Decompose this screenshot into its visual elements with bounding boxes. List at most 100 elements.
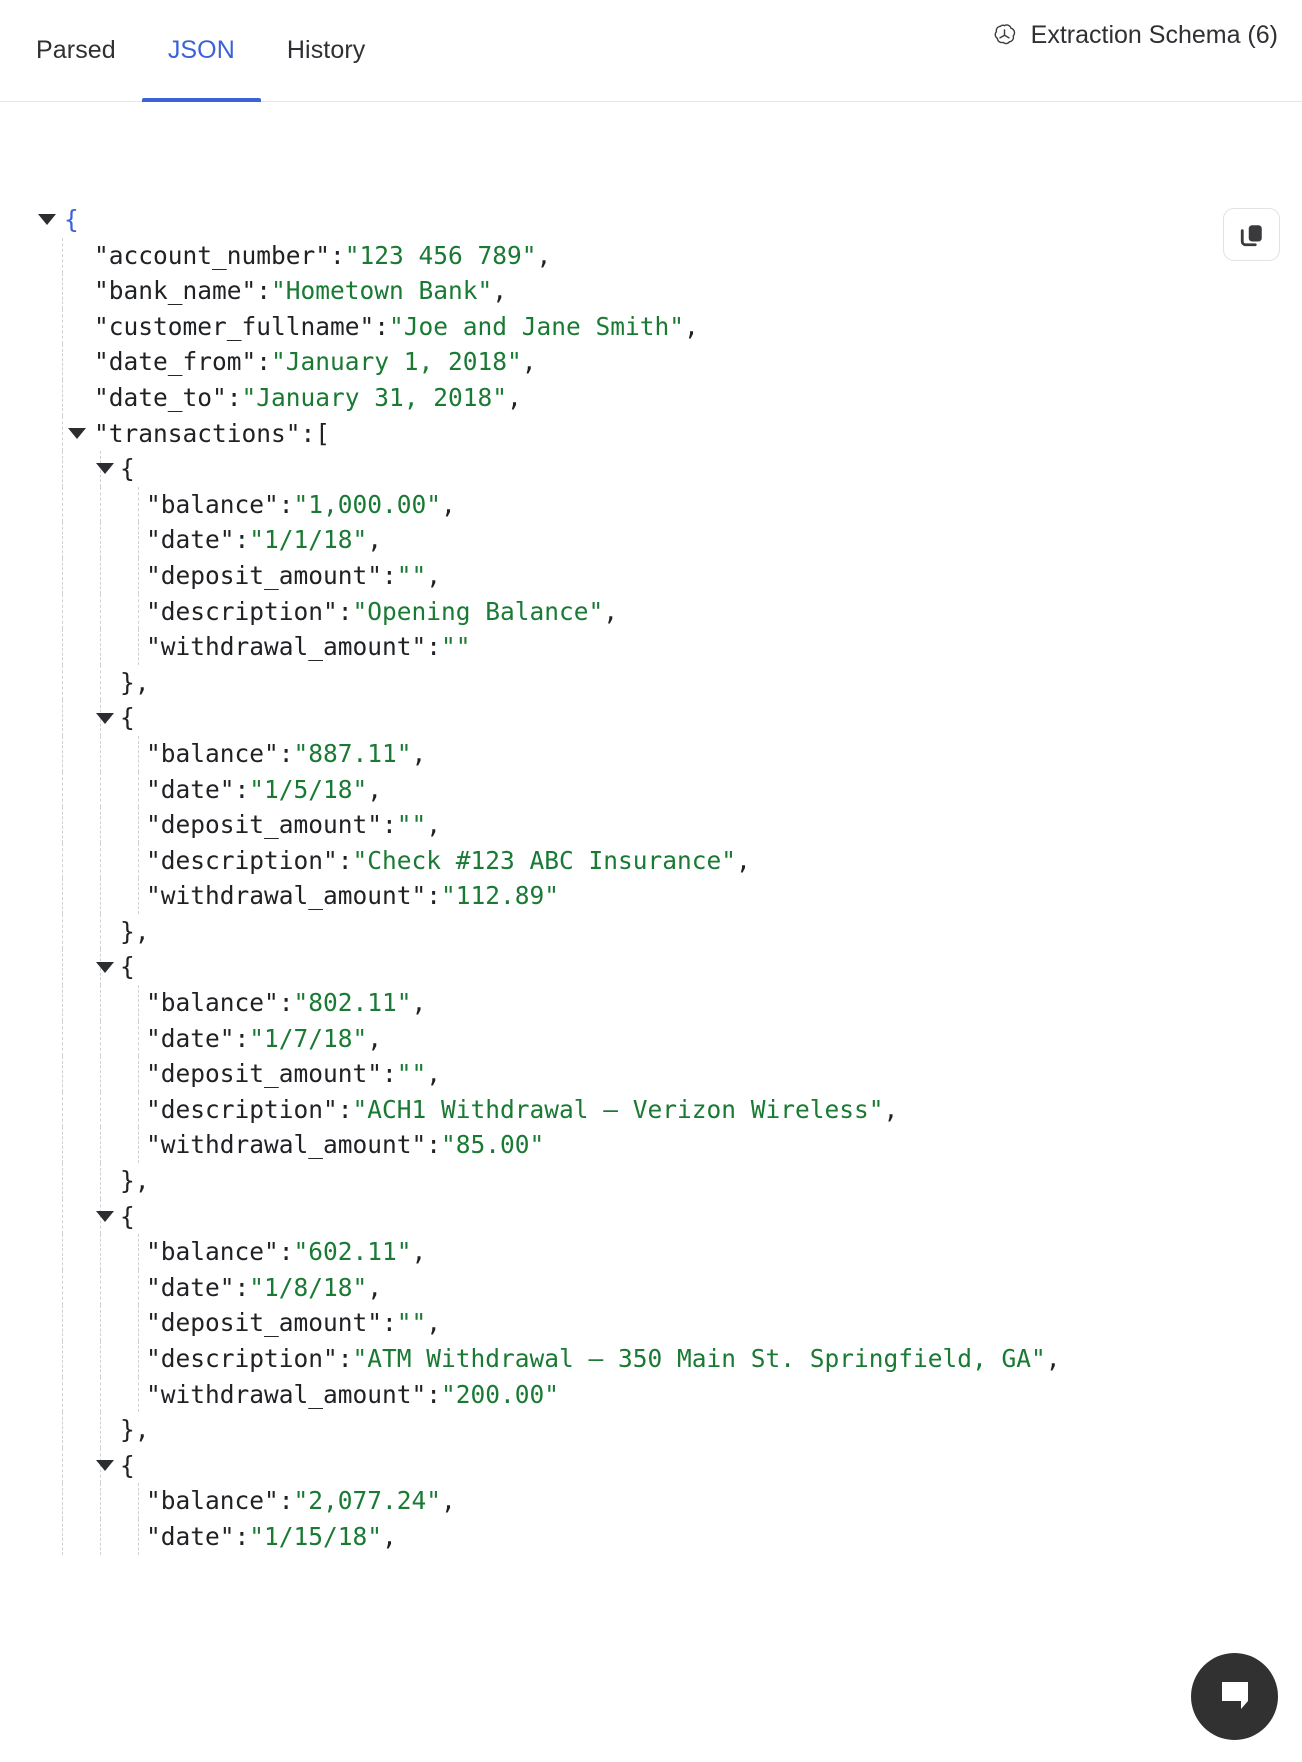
indent-guide [138, 593, 139, 630]
json-colon: : [337, 596, 353, 626]
indent-guide [138, 557, 139, 594]
collapse-toggle-icon[interactable] [96, 961, 114, 973]
copy-button[interactable] [1223, 208, 1280, 261]
indent-guide [100, 664, 101, 701]
collapse-toggle-icon[interactable] [96, 1210, 114, 1222]
indent-guide [100, 629, 101, 665]
indent-guide [100, 985, 101, 1021]
json-line: "balance":"602.11", [38, 1234, 1302, 1270]
indent-guide [100, 593, 101, 630]
indent-guide [62, 1376, 63, 1413]
indent-guide [100, 807, 101, 843]
json-value: "Opening Balance" [352, 596, 604, 626]
indent-guide [62, 878, 63, 914]
indent-guide [62, 1305, 63, 1341]
json-key: "customer_fullname" [94, 311, 375, 341]
indent-guide [138, 842, 139, 879]
json-punctuation: , [426, 1059, 442, 1089]
json-punctuation: , [603, 596, 619, 626]
indent-guide [138, 1305, 139, 1341]
extraction-schema-button[interactable]: Extraction Schema (6) [991, 0, 1280, 101]
json-value: "1/1/18" [249, 525, 368, 555]
chat-widget-button[interactable] [1191, 1653, 1278, 1740]
json-value: "Hometown Bank" [271, 276, 493, 306]
json-punctuation: , [684, 311, 699, 341]
indent-guide [138, 807, 139, 843]
copy-icon [1239, 222, 1265, 248]
indent-guide [62, 379, 63, 416]
json-key: "date_to" [94, 382, 227, 412]
json-value: "" [396, 1308, 427, 1338]
indent-guide [138, 522, 139, 558]
json-key: "deposit_amount" [146, 810, 383, 840]
json-line: { [38, 1198, 1302, 1235]
json-key: "date" [146, 774, 235, 804]
indent-guide [62, 664, 63, 701]
indent-guide [62, 1163, 63, 1199]
collapse-toggle-icon[interactable] [96, 712, 114, 724]
indent-guide [100, 1341, 101, 1377]
json-punctuation: , [883, 1094, 899, 1124]
indent-guide [62, 593, 63, 630]
tab-list: Parsed JSON History [22, 0, 391, 102]
json-punctuation: }, [120, 916, 150, 946]
json-punctuation: , [1045, 1344, 1061, 1373]
tab-history[interactable]: History [261, 0, 391, 101]
json-colon: : [256, 347, 272, 377]
json-colon: : [337, 845, 353, 875]
json-punctuation: , [521, 347, 537, 377]
json-colon: : [337, 1094, 353, 1124]
json-line: "balance":"1,000.00", [38, 486, 1302, 523]
collapse-toggle-icon[interactable] [38, 214, 56, 226]
json-line: { [38, 451, 1302, 487]
indent-guide [138, 878, 139, 914]
json-line: }, [38, 1163, 1302, 1199]
json-value: "123 456 789" [344, 240, 537, 270]
json-punctuation: , [367, 1023, 383, 1053]
tab-parsed[interactable]: Parsed [22, 0, 142, 101]
json-line: "date":"1/7/18", [38, 1020, 1302, 1057]
json-punctuation: , [736, 845, 751, 875]
collapse-toggle-icon[interactable] [96, 463, 114, 475]
json-tree[interactable]: {"account_number":"123 456 789","bank_na… [0, 160, 1302, 1555]
json-line: "balance":"2,077.24", [38, 1483, 1302, 1519]
indent-guide [62, 985, 63, 1021]
json-line: "account_number":"123 456 789", [38, 237, 1302, 274]
json-punctuation: , [426, 1308, 442, 1338]
json-punctuation: { [120, 703, 135, 733]
json-line: "balance":"887.11", [38, 735, 1302, 772]
json-line: "transactions":[ [38, 415, 1302, 452]
indent-guide [62, 771, 63, 808]
json-key: "transactions" [94, 418, 301, 448]
indent-guide [62, 1091, 63, 1128]
json-key: "description" [146, 1344, 338, 1373]
json-value: "ACH1 Withdrawal – Verizon Wireless" [352, 1094, 884, 1124]
indent-guide [100, 913, 101, 950]
indent-guide [138, 1518, 139, 1555]
json-punctuation: { [120, 1450, 135, 1480]
indent-guide [138, 1376, 139, 1413]
indent-guide [62, 273, 63, 309]
json-value: "2,077.24" [293, 1486, 442, 1516]
json-line: "withdrawal_amount":"85.00" [38, 1127, 1302, 1164]
json-line: }, [38, 664, 1302, 701]
json-value: "ATM Withdrawal – 350 Main St. Springfie… [352, 1344, 1046, 1373]
tab-json[interactable]: JSON [141, 0, 261, 102]
indent-guide [100, 878, 101, 914]
json-key: "date_from" [94, 347, 257, 377]
json-punctuation: , [426, 560, 442, 590]
collapse-toggle-icon[interactable] [96, 1460, 114, 1472]
indent-guide [62, 1056, 63, 1092]
json-punctuation: { [120, 1201, 135, 1231]
json-punctuation: , [441, 489, 456, 519]
json-value: "" [396, 810, 427, 840]
indent-guide [62, 557, 63, 594]
indent-guide [138, 1127, 139, 1164]
json-key: "description" [146, 596, 338, 626]
indent-guide [100, 1091, 101, 1128]
indent-guide [138, 771, 139, 808]
collapse-toggle-icon[interactable] [68, 427, 86, 439]
indent-guide [138, 629, 139, 665]
indent-guide [62, 1483, 63, 1519]
json-value: "200.00" [441, 1379, 560, 1409]
